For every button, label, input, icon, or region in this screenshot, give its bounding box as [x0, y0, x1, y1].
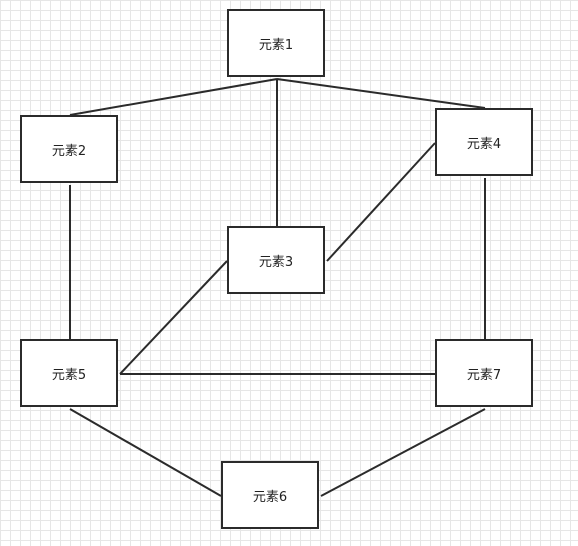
node-element-7[interactable]: 元素7 [435, 339, 533, 407]
node-element-6[interactable]: 元素6 [221, 461, 319, 529]
edge-3-5 [119, 260, 228, 375]
edge-5-6 [69, 408, 222, 497]
edge-3-4 [326, 142, 436, 262]
node-element-5[interactable]: 元素5 [20, 339, 118, 407]
edge-1-4 [276, 78, 486, 109]
node-element-2[interactable]: 元素2 [20, 115, 118, 183]
node-element-4[interactable]: 元素4 [435, 108, 533, 176]
edge-7-6 [320, 408, 486, 497]
node-element-3[interactable]: 元素3 [227, 226, 325, 294]
edge-1-2 [69, 78, 278, 116]
node-element-1[interactable]: 元素1 [227, 9, 325, 77]
